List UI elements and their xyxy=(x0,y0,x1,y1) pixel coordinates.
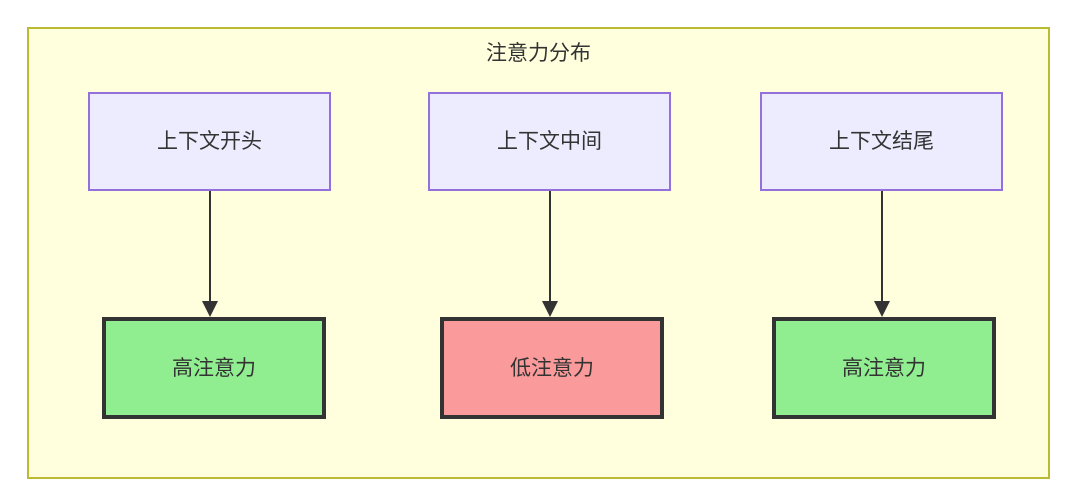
node-label: 上下文开头 xyxy=(157,130,262,153)
subgraph-title: 注意力分布 xyxy=(486,42,591,65)
node-high-attention-end[interactable]: 高注意力 xyxy=(772,317,996,419)
node-label: 高注意力 xyxy=(172,356,256,380)
node-label: 低注意力 xyxy=(510,356,594,380)
node-context-middle[interactable]: 上下文中间 xyxy=(428,92,671,191)
node-label: 高注意力 xyxy=(842,356,926,380)
node-low-attention-middle[interactable]: 低注意力 xyxy=(440,317,664,419)
node-label: 上下文中间 xyxy=(497,130,602,153)
node-context-end[interactable]: 上下文结尾 xyxy=(760,92,1003,191)
node-high-attention-start[interactable]: 高注意力 xyxy=(102,317,326,419)
node-context-start[interactable]: 上下文开头 xyxy=(88,92,331,191)
node-label: 上下文结尾 xyxy=(829,130,934,153)
